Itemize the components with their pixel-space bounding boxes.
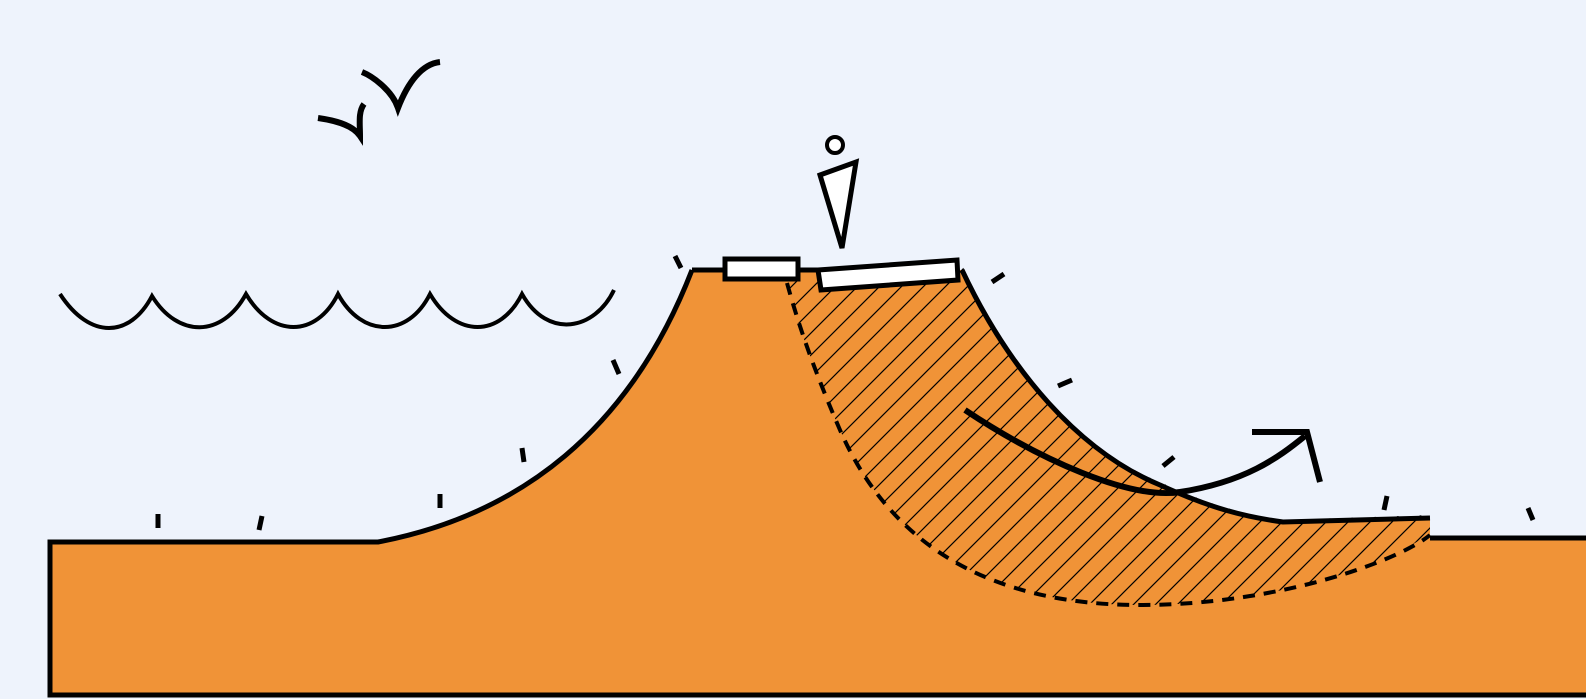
levee-crest-slab-left	[725, 259, 798, 279]
